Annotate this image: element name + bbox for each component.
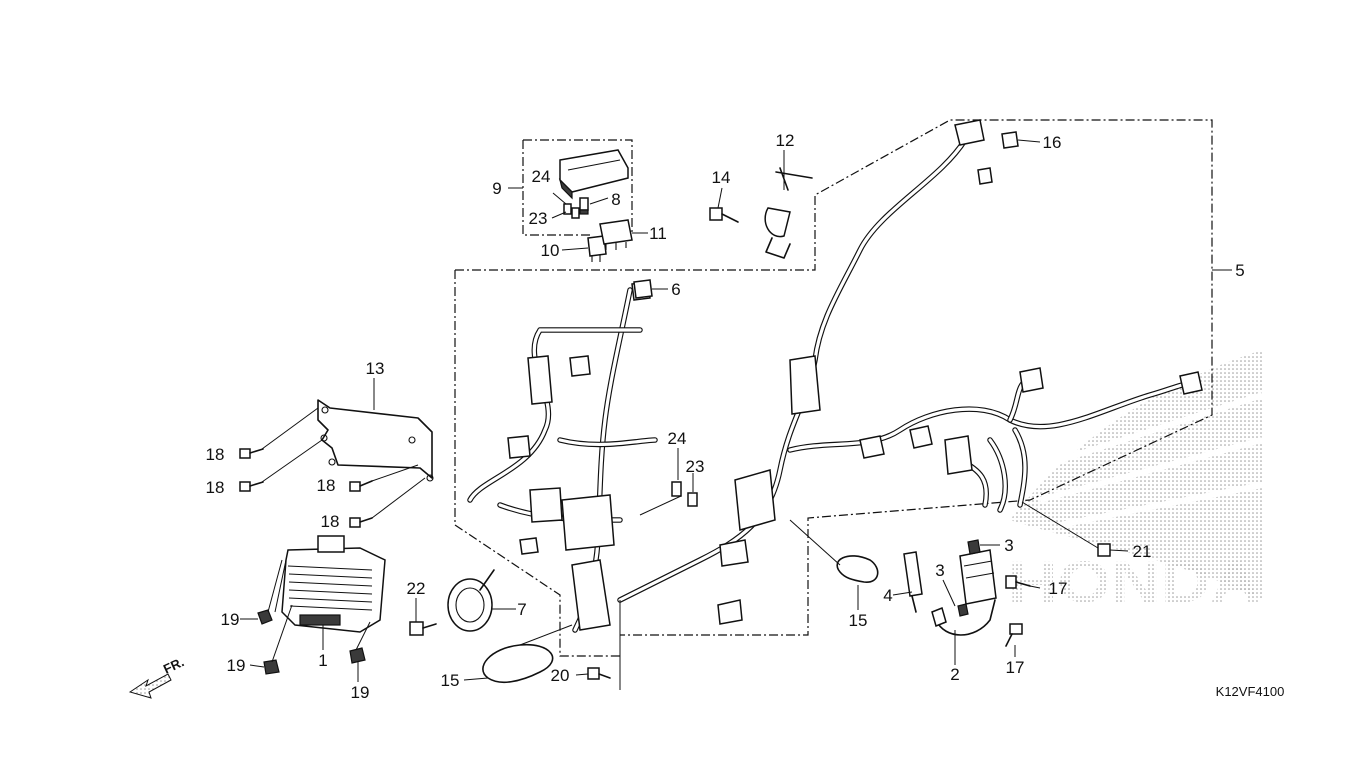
bolt-14-icon — [709, 207, 739, 223]
bolt-17-b-icon — [1005, 623, 1023, 647]
group-boundaries — [454, 119, 1213, 657]
callout-6: 6 — [671, 280, 680, 299]
callout-19-a: 19 — [221, 610, 240, 629]
honda-watermark: HONDA — [1008, 350, 1263, 615]
bolt-21-icon — [1021, 501, 1111, 557]
band-15-right — [789, 519, 879, 583]
callout-4: 4 — [883, 586, 892, 605]
fuse-23-24-icon — [563, 203, 580, 219]
relay-box — [558, 149, 629, 219]
callout-20: 20 — [551, 666, 570, 685]
callout-24-mid: 24 — [668, 429, 687, 448]
callout-7: 7 — [517, 600, 526, 619]
clip-16-icon — [1001, 131, 1019, 149]
callout-15-right: 15 — [849, 611, 868, 630]
relay-10-icon — [587, 235, 607, 262]
fuse-8-icon — [579, 197, 589, 215]
callout-19-b: 19 — [227, 656, 246, 675]
callout-2: 2 — [950, 665, 959, 684]
callout-3-upper: 3 — [1004, 536, 1013, 555]
callout-leaders — [240, 139, 1232, 690]
callout-17-lower: 17 — [1006, 658, 1025, 677]
fuse-pair-mid — [639, 481, 698, 516]
main-wire-harness — [617, 119, 1203, 625]
callout-19-c: 19 — [351, 683, 370, 702]
horn-7 — [447, 569, 495, 632]
bolt-17-a-icon — [1005, 575, 1031, 589]
bolt-22-icon — [409, 621, 437, 636]
callout-8: 8 — [611, 190, 620, 209]
callout-18-d: 18 — [321, 512, 340, 531]
callout-3-lower: 3 — [935, 561, 944, 580]
callout-22: 22 — [407, 579, 426, 598]
bolt-18-a-icon — [239, 448, 264, 459]
wire-clamp-12 — [764, 167, 813, 259]
callout-21: 21 — [1133, 542, 1152, 561]
callout-24-top: 24 — [532, 167, 551, 186]
relay-11-icon — [599, 219, 633, 250]
nut-19-group — [257, 559, 371, 675]
bolt-18-b-icon — [239, 481, 264, 492]
diagram-code: K12VF4100 — [1216, 684, 1285, 699]
bolt-18-d-icon — [349, 517, 373, 528]
callout-23-top: 23 — [529, 209, 548, 228]
callout-18-a: 18 — [206, 445, 225, 464]
front-direction-arrow: FR. — [128, 654, 186, 699]
callout-11: 11 — [649, 224, 667, 243]
callout-9: 9 — [492, 179, 501, 198]
ecu-unit — [281, 535, 386, 633]
bolt-20-icon — [587, 667, 611, 680]
callout-23-mid: 23 — [686, 457, 705, 476]
band-15-left — [482, 624, 573, 684]
callout-13: 13 — [366, 359, 385, 378]
bolt-18-c-icon — [349, 480, 373, 492]
ignition-coil-group — [903, 539, 997, 636]
callout-16: 16 — [1043, 133, 1062, 152]
callout-15-left: 15 — [441, 671, 460, 690]
connector-6-icon — [633, 279, 653, 299]
honda-watermark-text: HONDA — [1008, 550, 1260, 615]
sub-harness — [467, 281, 658, 633]
callout-1: 1 — [318, 651, 327, 670]
front-direction-label: FR. — [161, 654, 186, 676]
ecu-bracket — [317, 399, 434, 482]
bolt-18-group — [239, 407, 426, 528]
callout-14: 14 — [712, 168, 731, 187]
callout-5: 5 — [1235, 261, 1244, 280]
callout-10: 10 — [541, 241, 560, 260]
callout-17-upper: 17 — [1049, 579, 1068, 598]
callout-labels: 1 2 3 3 4 5 6 7 8 9 10 11 12 13 14 15 15… — [206, 131, 1245, 702]
callout-12: 12 — [776, 131, 795, 150]
callout-18-c: 18 — [317, 476, 336, 495]
callout-18-b: 18 — [206, 478, 225, 497]
